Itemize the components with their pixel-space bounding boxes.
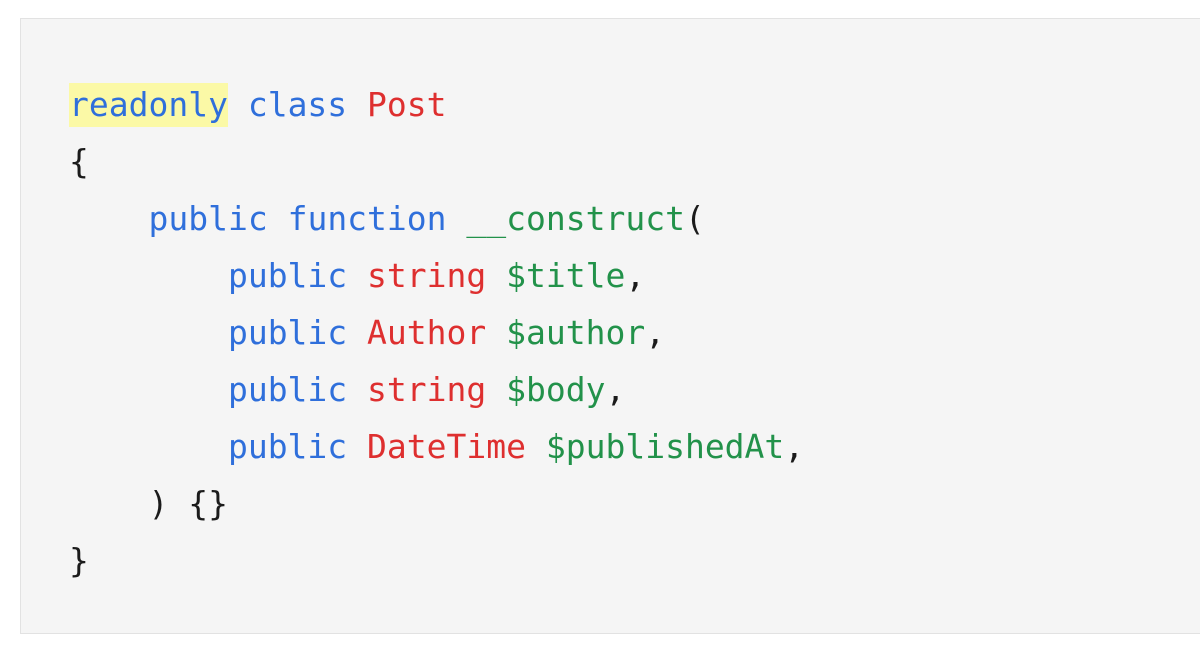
param-type: string — [367, 370, 487, 409]
open-paren: ( — [684, 199, 705, 238]
close-brace: } — [69, 541, 89, 580]
param-variable: $title — [506, 256, 626, 295]
public-keyword: public — [148, 199, 268, 238]
param-type: Author — [367, 313, 487, 352]
param-variable: $author — [506, 313, 646, 352]
comma: , — [625, 256, 646, 295]
code-line-1: readonly class Post — [69, 76, 804, 133]
close-paren-empty-body: ) {} — [148, 484, 228, 523]
code-line-2: { — [69, 133, 804, 190]
function-keyword: function — [287, 199, 447, 238]
comma: , — [645, 313, 666, 352]
code-line-7: public DateTime $publishedAt, — [69, 418, 804, 475]
code-content: readonly class Post { public function __c… — [69, 76, 804, 589]
param-variable: $body — [506, 370, 606, 409]
public-keyword: public — [227, 256, 348, 295]
code-line-3: public function __construct( — [69, 190, 804, 247]
code-line-8: ) {} — [69, 475, 804, 532]
code-line-6: public string $body, — [69, 361, 804, 418]
code-line-4: public string $title, — [69, 247, 804, 304]
open-brace: { — [69, 142, 89, 181]
public-keyword: public — [227, 427, 348, 466]
code-line-9: } — [69, 532, 804, 589]
code-block: readonly class Post { public function __c… — [20, 18, 1200, 634]
code-line-5: public Author $author, — [69, 304, 804, 361]
param-type: DateTime — [367, 427, 526, 466]
param-variable: $publishedAt — [545, 427, 785, 466]
comma: , — [605, 370, 626, 409]
constructor-name: __construct — [466, 199, 685, 238]
class-name: Post — [367, 85, 447, 124]
param-type: string — [367, 256, 487, 295]
comma: , — [784, 427, 805, 466]
public-keyword: public — [227, 313, 348, 352]
readonly-keyword: readonly — [69, 83, 228, 127]
class-keyword: class — [247, 85, 348, 124]
public-keyword: public — [227, 370, 348, 409]
